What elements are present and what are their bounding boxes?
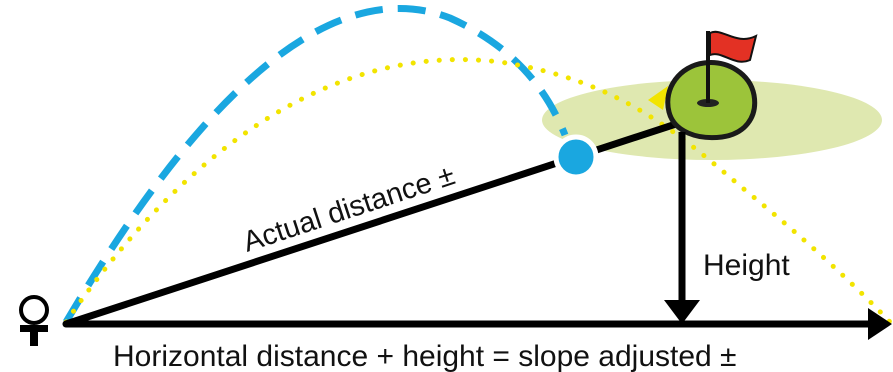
pin-flag-icon xyxy=(709,30,758,63)
horizontal-distance-label: Horizontal distance + height = slope adj… xyxy=(113,340,737,372)
golf-ball-icon xyxy=(553,134,599,180)
landing-arrow-icon xyxy=(648,86,668,110)
dotted-shot-trajectory xyxy=(63,57,893,325)
dashed-shot-trajectory xyxy=(62,5,569,324)
horizontal-arrowhead-icon xyxy=(868,308,892,340)
height-label: Height xyxy=(703,249,790,282)
height-arrowhead-icon xyxy=(664,300,700,324)
tee-ball-icon xyxy=(19,295,49,346)
